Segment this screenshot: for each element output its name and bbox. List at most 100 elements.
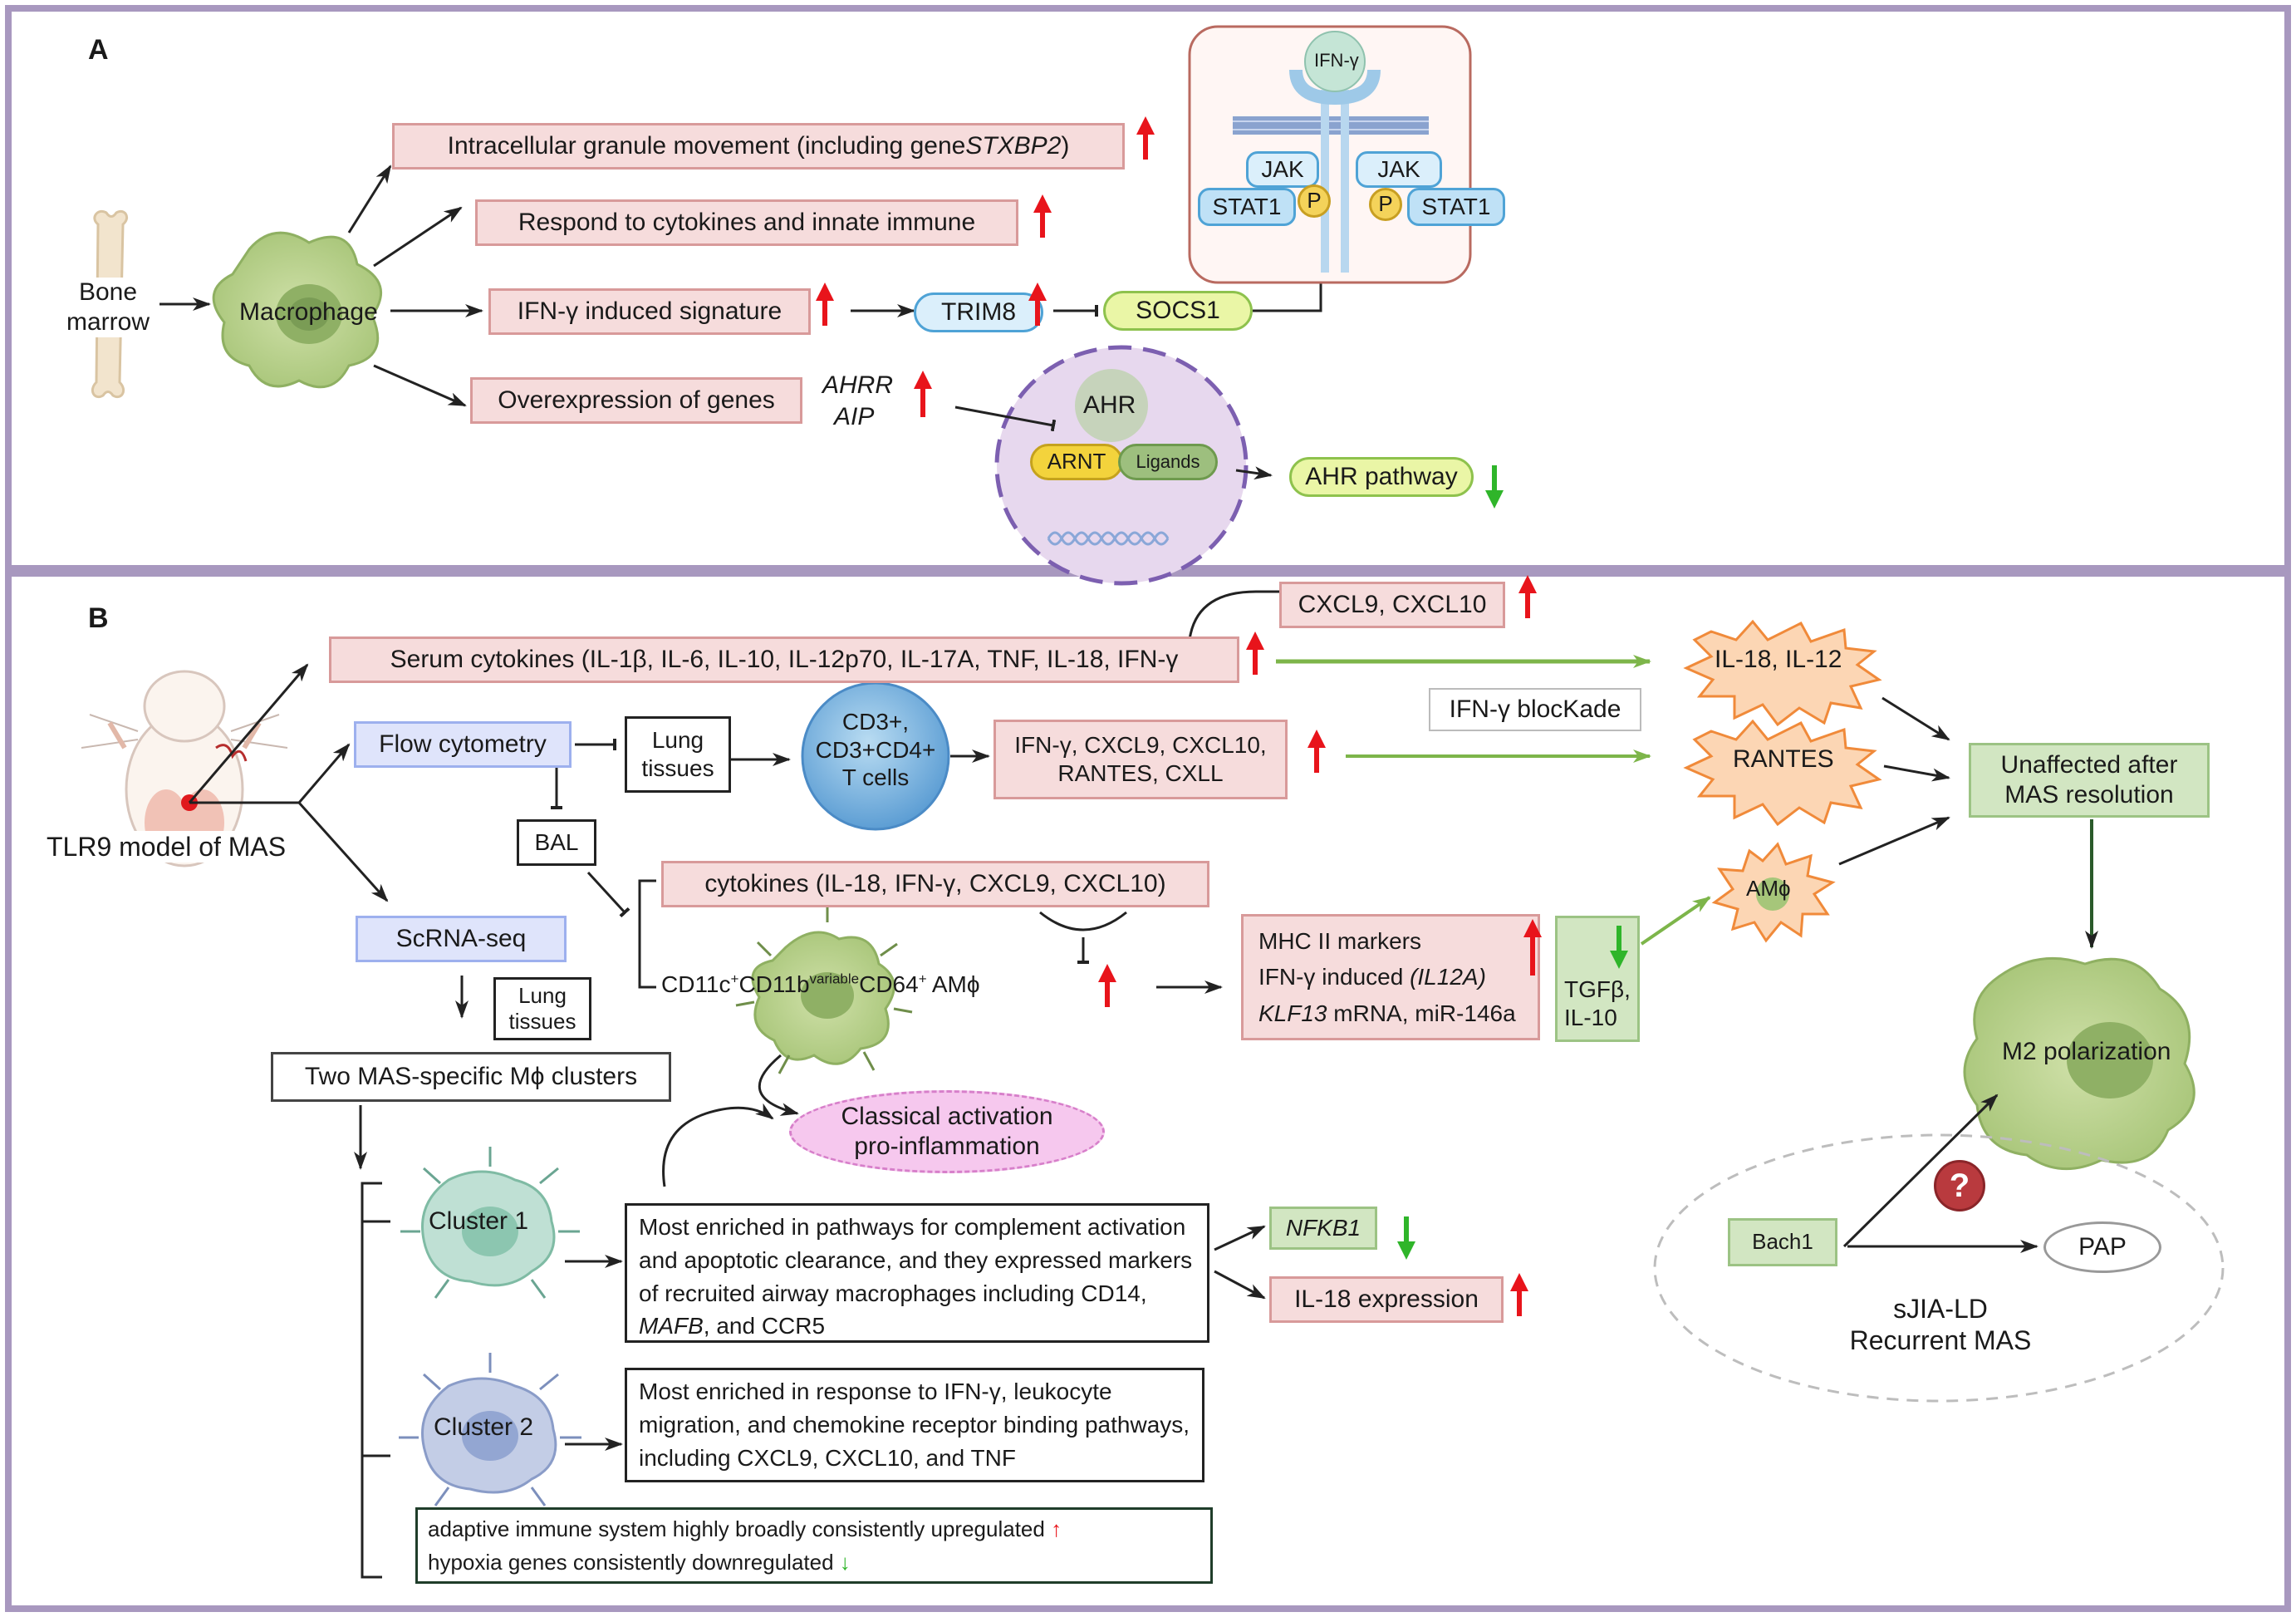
tcell-cytokines-text: IFN-γ, CXCL9, CXCL10, RANTES, CXLL (1014, 732, 1267, 786)
ligands-text: Ligands (1136, 450, 1200, 472)
panel-b-label: B (88, 602, 109, 634)
cluster-1-description: Most enriched in pathways for complement… (625, 1203, 1209, 1343)
phospho-right-text: P (1378, 191, 1393, 217)
lung-tissues-box-2: Lung tissues (493, 977, 591, 1040)
clusters-box: Two MAS-specific Mϕ clusters (271, 1052, 671, 1102)
mouse-model-icon (81, 670, 288, 867)
sjia-label: sJIA-LD Recurrent MAS (1849, 1294, 2032, 1356)
klf13-text: KLF13 (1258, 1000, 1327, 1026)
alveolar-macrophage-markers: CD11c+CD11bvariableCD64+ AMϕ (661, 971, 980, 999)
adaptive-line: adaptive immune system highly broadly co… (428, 1512, 1062, 1546)
stat1-right-box: STAT1 (1407, 188, 1505, 226)
m2-polarization-label: M2 polarization (2002, 1038, 2171, 1065)
adaptive-immune-box: adaptive immune system highly broadly co… (415, 1507, 1213, 1584)
ifng-signature-box: IFN-γ induced signature (488, 288, 811, 335)
adaptive-up-arrow-icon: ↑ (1044, 1516, 1062, 1541)
stat1-left-text: STAT1 (1212, 194, 1282, 220)
mafb-text: MAFB (639, 1313, 704, 1339)
klf13-line: KLF13 mRNA, miR-146a (1258, 995, 1516, 1031)
ifng-blockade-box: IFN-γ blocKade (1429, 688, 1641, 731)
ifng-induced-line: IFN-γ induced (IL12A) (1258, 959, 1486, 995)
adaptive-text: adaptive immune system highly broadly co… (428, 1516, 1045, 1541)
macrophage-label: Macrophage (239, 298, 378, 326)
bal-cytokines-text: cytokines (IL-18, IFN-γ, CXCL9, CXCL10) (704, 870, 1166, 897)
cluster-1-desc-text: Most enriched in pathways for complement… (639, 1214, 1193, 1306)
nfkb1-box: NFKB1 (1269, 1207, 1377, 1250)
tlr9-model-label: TLR9 model of MAS (47, 831, 287, 863)
il18-il12-starburst-icon (1683, 619, 1882, 727)
m2-macrophage-icon (1963, 956, 2195, 1171)
stat1-right-text: STAT1 (1421, 194, 1491, 220)
rantes-starburst-icon (1683, 719, 1882, 827)
serum-cytokines-text: Serum cytokines (IL-1β, IL-6, IL-10, IL-… (390, 646, 1179, 673)
scrna-seq-box: ScRNA-seq (356, 916, 567, 962)
hypoxia-text: hypoxia genes consistently downregulated (428, 1550, 834, 1575)
socs1-box: SOCS1 (1103, 291, 1253, 331)
jak-left-box: JAK (1246, 151, 1319, 188)
il18-expression-box: IL-18 expression (1269, 1276, 1504, 1323)
clusters-text: Two MAS-specific Mϕ clusters (304, 1063, 638, 1090)
question-icon: ? (1934, 1160, 1985, 1212)
cxcl-text: CXCL9, CXCL10 (1298, 591, 1487, 618)
respond-cytokines-box: Respond to cytokines and innate immune (475, 199, 1018, 246)
mhc-text: MHC II markers (1258, 927, 1421, 954)
granule-close: ) (1061, 132, 1070, 160)
rantes-label: RANTES (1733, 745, 1834, 773)
cd64-sup: + (918, 971, 927, 987)
il12a-text: (IL12A) (1410, 964, 1486, 990)
cluster-2-desc-text: Most enriched in response to IFN-γ, leuk… (639, 1379, 1190, 1471)
cluster-2-label: Cluster 2 (434, 1413, 534, 1441)
lung-tissues-text-1: Lung tissues (641, 727, 714, 781)
bal-text: BAL (534, 829, 579, 856)
ifng-signature-text: IFN-γ induced signature (517, 297, 783, 325)
amphi-suffix-text: AMϕ (926, 971, 980, 997)
jak-left-text: JAK (1261, 156, 1304, 183)
ahrr-label: AHRR (822, 371, 894, 399)
lung-tissues-text-2: Lung tissues (508, 982, 576, 1034)
ifng-receptor-label: IFN-γ (1314, 50, 1359, 71)
overexpression-box: Overexpression of genes (470, 377, 802, 424)
arnt-text: ARNT (1047, 449, 1106, 474)
stat1-left-box: STAT1 (1198, 188, 1296, 226)
cd64-text: CD64 (859, 971, 919, 997)
phospho-left-text: P (1307, 188, 1322, 214)
klf13-rest-text: mRNA, miR-146a (1327, 1000, 1516, 1026)
il18-il12-label: IL-18, IL-12 (1715, 646, 1842, 673)
overexpression-text: Overexpression of genes (498, 386, 775, 414)
granule-movement-text: Intracellular granule movement (includin… (447, 132, 966, 160)
cluster-1-cell-icon (400, 1147, 580, 1299)
classical-activation-text: Classical activation pro-inflammation (841, 1103, 1053, 1160)
nfkb1-text: NFKB1 (1285, 1215, 1361, 1241)
mhc-box: MHC II markers IFN-γ induced (IL12A) KLF… (1241, 914, 1540, 1040)
pap-text: PAP (2078, 1233, 2127, 1261)
trim8-box: TRIM8 (914, 292, 1043, 332)
classical-activation-ellipse: Classical activation pro-inflammation (789, 1090, 1105, 1173)
scrna-seq-text: ScRNA-seq (395, 925, 527, 952)
cd11c-sup: + (730, 971, 739, 987)
tcell-cytokines-box: IFN-γ, CXCL9, CXCL10, RANTES, CXLL (993, 720, 1288, 799)
serum-cytokines-box: Serum cytokines (IL-1β, IL-6, IL-10, IL-… (329, 636, 1239, 683)
macrophage-cell-icon (212, 231, 383, 389)
ahr-pathway-box: AHR pathway (1289, 457, 1474, 497)
bone-marrow-label: Bone marrow (66, 278, 150, 337)
bal-box: BAL (517, 819, 596, 866)
cd11b-text: CD11b (738, 971, 810, 997)
amphi-label: AMϕ (1746, 876, 1791, 901)
ahr-label: AHR (1083, 391, 1136, 419)
panel-a-label: A (88, 34, 109, 66)
flow-cytometry-text: Flow cytometry (379, 730, 547, 758)
granule-movement-box: Intracellular granule movement (includin… (392, 123, 1125, 170)
ligands-box: Ligands (1118, 444, 1218, 480)
cluster-1-label: Cluster 1 (429, 1207, 529, 1235)
cxcl9-cxcl10-box: CXCL9, CXCL10 (1279, 582, 1505, 628)
t-cell-icon (801, 681, 950, 831)
phospho-right-icon: P (1369, 188, 1402, 221)
unaffected-box: Unaffected after MAS resolution (1969, 743, 2210, 818)
question-text: ? (1949, 1167, 1970, 1204)
ifng-induced-text: IFN-γ induced (1258, 964, 1410, 990)
t-cells-label: CD3+, CD3+CD4+ T cells (815, 709, 936, 791)
cluster-1-desc-tail: , and CCR5 (703, 1313, 826, 1339)
tgfb-box: TGFβ, IL-10 (1555, 916, 1640, 1042)
unaffected-text: Unaffected after MAS resolution (2000, 751, 2178, 808)
